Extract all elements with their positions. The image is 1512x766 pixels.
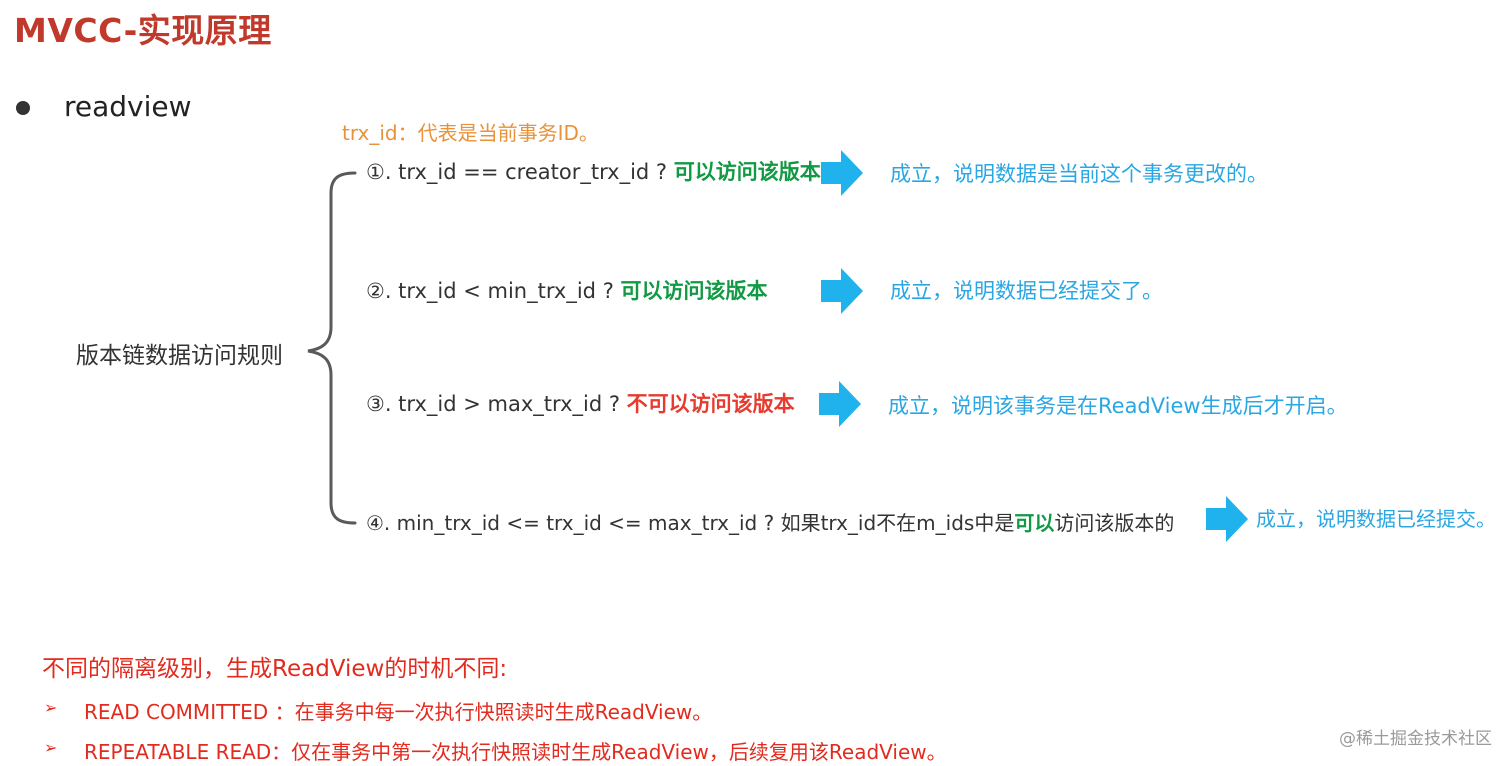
rule-4-condition: ④. min_trx_id <= trx_id <= max_trx_id ? … <box>366 511 1015 535</box>
isolation-item-repeatable-read: REPEATABLE READ：仅在事务中第一次执行快照读时生成ReadView… <box>84 740 947 764</box>
list-marker-icon: ➢ <box>44 698 58 717</box>
rule-1: ①. trx_id == creator_trx_id ? 可以访问该版本 <box>366 156 821 186</box>
rule-4-verdict: 可以 <box>1014 511 1055 535</box>
watermark: @稀土掘金技术社区 <box>1339 729 1492 749</box>
rule-1-condition: ①. trx_id == creator_trx_id ? <box>366 160 674 184</box>
rule-4-result: 成立，说明数据已经提交。 <box>1256 507 1496 531</box>
rule-4-arrow-icon <box>1206 496 1248 542</box>
isolation-item-read-committed: READ COMMITTED ：在事务中每一次执行快照读时生成ReadView。 <box>84 700 713 724</box>
rule-2: ②. trx_id < min_trx_id ? 可以访问该版本 <box>366 275 768 305</box>
rule-2-verdict: 可以访问该版本 <box>620 279 768 303</box>
bullet-dot <box>16 101 30 115</box>
page-title: MVCC-实现原理 <box>14 11 272 50</box>
rule-3-verdict: 不可以访问该版本 <box>626 392 795 416</box>
rule-3-arrow-icon <box>819 381 861 427</box>
bullet-readview: readview <box>64 90 192 123</box>
rule-4: ④. min_trx_id <= trx_id <= max_trx_id ? … <box>366 507 1174 536</box>
rule-3-result: 成立，说明该事务是在ReadView生成后才开启。 <box>888 394 1348 418</box>
rule-1-result: 成立，说明数据是当前这个事务更改的。 <box>890 162 1268 186</box>
rule-4-condition-tail: 访问该版本的 <box>1054 511 1175 535</box>
trx-id-note: trx_id：代表是当前事务ID。 <box>342 121 599 145</box>
rule-3-condition: ③. trx_id > max_trx_id ? <box>366 392 627 416</box>
rule-2-condition: ②. trx_id < min_trx_id ? <box>366 279 621 303</box>
isolation-heading: 不同的隔离级别，生成ReadView的时机不同: <box>42 656 508 682</box>
rule-1-verdict: 可以访问该版本 <box>673 160 821 184</box>
rule-2-arrow-icon <box>821 268 863 314</box>
curly-brace <box>307 171 357 525</box>
rules-label: 版本链数据访问规则 <box>76 343 283 369</box>
list-marker-icon: ➢ <box>44 738 58 757</box>
rule-3: ③. trx_id > max_trx_id ? 不可以访问该版本 <box>366 388 795 418</box>
rule-2-result: 成立，说明数据已经提交了。 <box>890 279 1163 303</box>
rule-1-arrow-icon <box>821 150 863 196</box>
